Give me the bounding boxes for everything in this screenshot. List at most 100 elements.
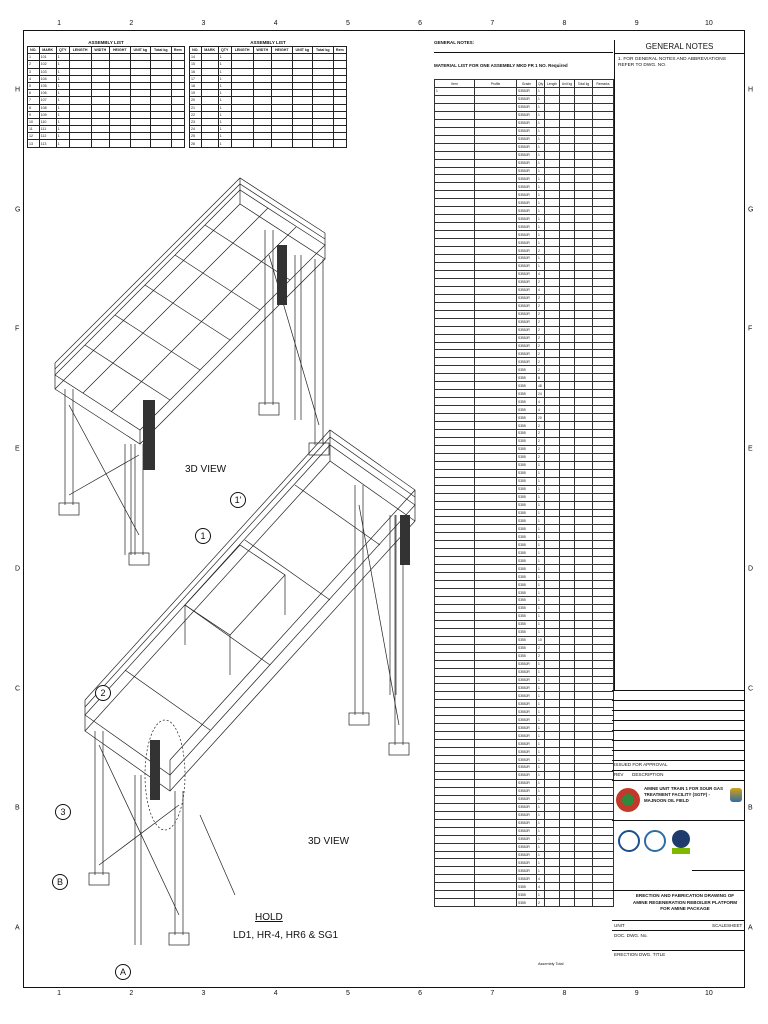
dwg-no-label: DOC. DWG. No. xyxy=(614,933,648,938)
table-cell xyxy=(574,118,593,128)
table-cell xyxy=(474,675,517,685)
zone-row-label: A xyxy=(15,924,20,932)
table-cell xyxy=(474,444,517,454)
table-cell xyxy=(544,770,560,780)
table-cell: S355JR xyxy=(516,810,537,820)
table-cell xyxy=(474,763,517,772)
table-cell xyxy=(200,117,219,127)
table-cell xyxy=(68,96,92,105)
table-cell: 48 xyxy=(536,381,545,391)
table-cell xyxy=(434,373,475,383)
grid-marker-a: A xyxy=(115,964,131,980)
table-cell: 20 xyxy=(189,96,202,105)
table-cell: 2 xyxy=(536,421,545,430)
table-cell xyxy=(200,74,219,83)
table-cell xyxy=(574,94,593,104)
table-cell xyxy=(291,117,314,127)
table-cell xyxy=(474,261,517,271)
table-cell xyxy=(544,500,560,510)
partner-logo-icon xyxy=(644,830,666,852)
table-cell xyxy=(474,460,517,470)
table-cell: 1 xyxy=(536,667,545,677)
table-cell xyxy=(574,524,593,534)
table-cell xyxy=(474,699,517,709)
table-cell xyxy=(434,468,475,478)
table-cell xyxy=(434,548,475,558)
table-cell: 2 xyxy=(536,349,545,359)
table-cell xyxy=(474,301,517,311)
table-cell: S355JR xyxy=(516,818,537,828)
table-cell xyxy=(434,540,475,550)
table-cell: 1 xyxy=(536,118,545,128)
tde-logo-accent-icon xyxy=(672,848,690,854)
table-cell xyxy=(559,285,575,295)
table-cell xyxy=(291,53,314,62)
table-cell: S355JR xyxy=(516,277,537,287)
zone-column-label: 7 xyxy=(490,20,495,27)
table-cell xyxy=(559,770,575,780)
table-cell: 8 xyxy=(27,103,40,112)
table-cell xyxy=(559,246,575,256)
table-cell xyxy=(434,238,475,248)
table-cell: S355JR xyxy=(516,261,537,271)
table-cell xyxy=(574,413,593,423)
table-cell xyxy=(592,778,614,788)
table-cell: S355 xyxy=(516,365,537,375)
table-cell: 2 xyxy=(536,301,545,311)
table-cell: S355 xyxy=(516,508,537,518)
table-cell xyxy=(544,206,560,216)
table-cell xyxy=(559,826,575,836)
table-cell xyxy=(474,405,517,415)
table-cell xyxy=(574,548,593,558)
table-cell xyxy=(291,89,314,98)
table-cell xyxy=(559,166,575,176)
table-cell: 2 xyxy=(536,309,545,319)
table-cell: 6 xyxy=(27,89,40,98)
table-cell xyxy=(90,139,110,148)
table-cell xyxy=(544,683,560,693)
table-cell xyxy=(574,389,593,399)
table-cell: 4 xyxy=(536,874,545,884)
table-cell: S355 xyxy=(516,596,537,605)
rev-label: REV xyxy=(614,772,624,777)
table-cell: S355 xyxy=(516,460,537,470)
table-cell: 1 xyxy=(55,132,70,141)
table-cell: S355 xyxy=(516,373,537,383)
table-cell xyxy=(544,126,560,136)
table-cell xyxy=(544,452,560,462)
table-cell xyxy=(90,125,110,134)
table-cell: 11 xyxy=(27,125,40,134)
table-cell xyxy=(474,174,517,184)
table-cell xyxy=(434,611,475,621)
table-cell xyxy=(230,125,254,134)
table-cell: S355JR xyxy=(516,747,537,757)
table-cell xyxy=(230,67,254,76)
table-cell xyxy=(559,588,575,597)
table-cell: 22 xyxy=(189,110,202,119)
table-cell xyxy=(559,675,575,685)
table-cell: 1 xyxy=(536,866,545,876)
table-cell xyxy=(252,60,272,69)
table-cell xyxy=(150,53,172,62)
table-cell: S355 xyxy=(516,428,537,438)
table-cell xyxy=(559,627,575,637)
table-cell: S355JR xyxy=(516,834,537,844)
table-cell xyxy=(592,874,614,884)
table-cell xyxy=(150,81,172,91)
table-cell xyxy=(544,778,560,788)
table-cell: 2 xyxy=(536,317,545,327)
table-cell: S355JR xyxy=(516,254,537,263)
table-cell xyxy=(559,794,575,804)
table-cell: 1 xyxy=(536,166,545,176)
table-cell xyxy=(544,190,560,200)
